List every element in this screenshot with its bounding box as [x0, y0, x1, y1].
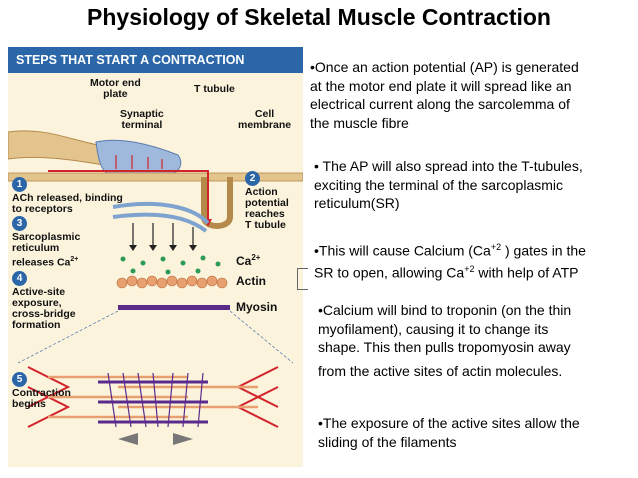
contraction-diagram: [8, 130, 303, 445]
sarcomere: [27, 366, 279, 428]
bullet-troponin: •Calcium will bind to troponin (on the t…: [318, 302, 572, 379]
calcium-label: Ca2+: [236, 253, 261, 268]
synaptic-terminal: [95, 139, 182, 176]
myosin-label: Myosin: [236, 300, 278, 314]
actin-label: Actin: [236, 274, 266, 288]
slide-title: Physiology of Skeletal Muscle Contractio…: [87, 4, 551, 30]
actin-strand: [116, 275, 228, 289]
zoom-line-left: [17, 310, 119, 364]
motor-end-plate-label: Motor end plate: [90, 77, 141, 100]
step-5-badge: 5: [12, 372, 27, 387]
sarcolemma: [8, 172, 303, 182]
t-tubule-label: T tubule: [194, 83, 235, 95]
bullet-calcium-gates: •This will cause Calcium (Ca+2 ) gates i…: [314, 242, 586, 281]
sarcoplasmic-reticulum-upper: [112, 201, 210, 225]
motor-axon: [8, 130, 105, 166]
contraction-arrows: [118, 433, 193, 445]
synaptic-terminal-label: Synaptic terminal: [120, 108, 164, 131]
figure-header: STEPS THAT START A CONTRACTION: [8, 47, 303, 73]
step-1-badge: 1: [12, 177, 27, 192]
step-3-badge: 3: [12, 216, 27, 231]
ach-arrows: [115, 155, 163, 169]
calcium-arrow-heads: [129, 245, 197, 251]
step-4-badge: 4: [12, 271, 27, 286]
bullet-t-tubules: • The AP will also spread into the T-tub…: [314, 158, 583, 211]
calcium-release-arrows: [132, 223, 194, 247]
contraction-figure: STEPS THAT START A CONTRACTION: [8, 47, 303, 467]
sarcoplasmic-reticulum-lower: [112, 212, 208, 233]
calcium-ions: [120, 255, 221, 275]
bullet-sliding-filaments: •The exposure of the active sites allow …: [318, 415, 580, 450]
myosin-filament: [118, 305, 230, 310]
action-potential-line: [48, 170, 209, 219]
cell-membrane-label: Cell membrane: [238, 108, 292, 131]
bracket-mark: [297, 268, 308, 290]
step-2-badge: 2: [245, 171, 260, 186]
zoom-line-right: [229, 310, 294, 364]
bullet-action-potential: •Once an action potential (AP) is genera…: [310, 59, 579, 131]
